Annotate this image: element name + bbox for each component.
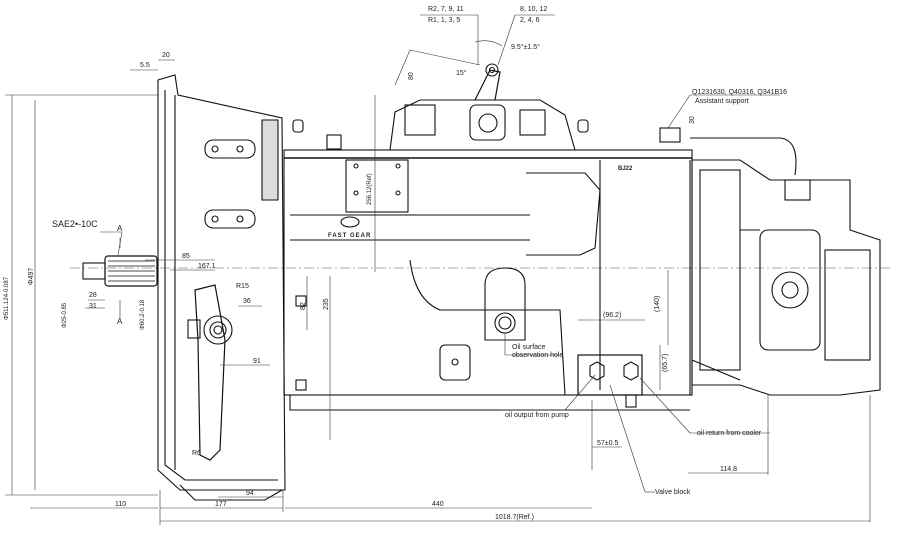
r15: R15 [236, 283, 249, 290]
forward-gears-upper: 8, 10, 12 [520, 6, 548, 13]
brand-logo: FAST GEAR [328, 233, 372, 239]
reverse-gears-lower: R1, 1, 3, 5 [428, 17, 461, 24]
dim-28: 28 [89, 292, 97, 299]
valve-block-label: Valve block [655, 489, 691, 496]
dim-140: (140) [654, 295, 661, 312]
oil-hole-label-2: observation hole [512, 352, 564, 359]
dia-497: Φ497 [28, 267, 35, 285]
dia-outer: Φ511.124-0.087 [4, 276, 10, 320]
r6: R6 [192, 450, 201, 457]
assistant-support-label: Assistant support [695, 98, 749, 105]
dim-110: 110 [115, 501, 127, 508]
dim-20: 20 [162, 52, 170, 59]
dim-65: (65.7) [662, 353, 669, 372]
swing-angle: 9.5°±1.5° [511, 44, 540, 51]
reverse-gears-upper: R2, 7, 9, 11 [428, 6, 464, 13]
dia-pilot: Φ60.2-0.18 [140, 299, 146, 330]
oil-output-label: oil output from pump [505, 412, 569, 419]
dia-shaft: Φ25-0.85 [62, 302, 68, 328]
shift-tower [292, 63, 681, 151]
dim-177: 177 [215, 501, 227, 508]
dim-440: 440 [432, 501, 444, 508]
input-shaft [82, 255, 158, 287]
nameplate: BJ22 [618, 166, 633, 172]
section-a-top: A [117, 224, 123, 233]
dim-31: 31 [89, 303, 97, 310]
forward-gears-lower: 2, 4, 6 [520, 17, 540, 24]
section-a-bottom: A [117, 317, 123, 326]
dim-36: 36 [243, 298, 251, 305]
dim-82: 82 [300, 302, 307, 310]
dim-total: 1018.7(Ref.) [495, 514, 534, 521]
lever-dim: 80 [408, 72, 415, 80]
ref-height: 256.12(Ref) [367, 173, 373, 205]
lever-angle: 15° [456, 70, 467, 77]
assistant-support-dim: 30 [689, 116, 696, 124]
oil-hole-label-1: Oil surface [512, 344, 546, 351]
oil-return-label: oil return from cooler [697, 430, 762, 437]
dim-57: 57±0.5 [597, 440, 619, 447]
clutch-housing [157, 74, 286, 501]
dim-5-5: 5.5 [140, 62, 150, 69]
dim-94: 94 [246, 490, 254, 497]
dim-114: 114.8 [720, 466, 737, 473]
dim-85: 85 [182, 253, 190, 260]
main-case [283, 149, 693, 411]
dim-96: (96.2) [603, 312, 622, 319]
assistant-support-parts: Q1231630, Q40316, Q341B16 [692, 89, 787, 96]
spline-spec: SAE2•-10C [52, 219, 98, 229]
dim-235: 235 [323, 298, 330, 310]
dimension-lines [5, 14, 871, 525]
dim-91: 91 [253, 358, 261, 365]
dim-167: 167.1 [198, 263, 216, 270]
rear-housing [690, 137, 881, 396]
